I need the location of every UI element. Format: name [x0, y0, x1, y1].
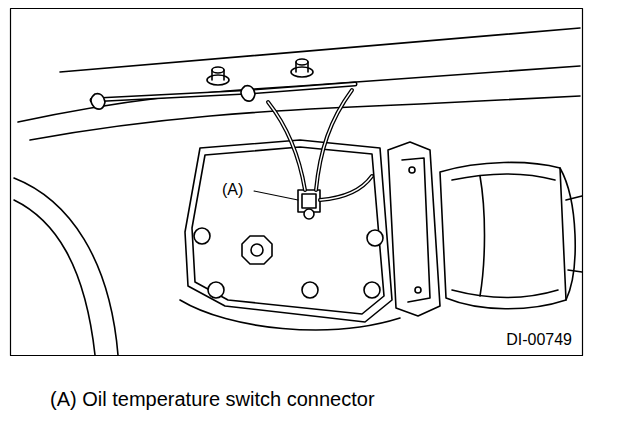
figure-code: DI-00749 [504, 331, 574, 349]
callout-letter: (A) [222, 181, 243, 199]
caption-text: (A) Oil temperature switch connector [50, 388, 375, 410]
